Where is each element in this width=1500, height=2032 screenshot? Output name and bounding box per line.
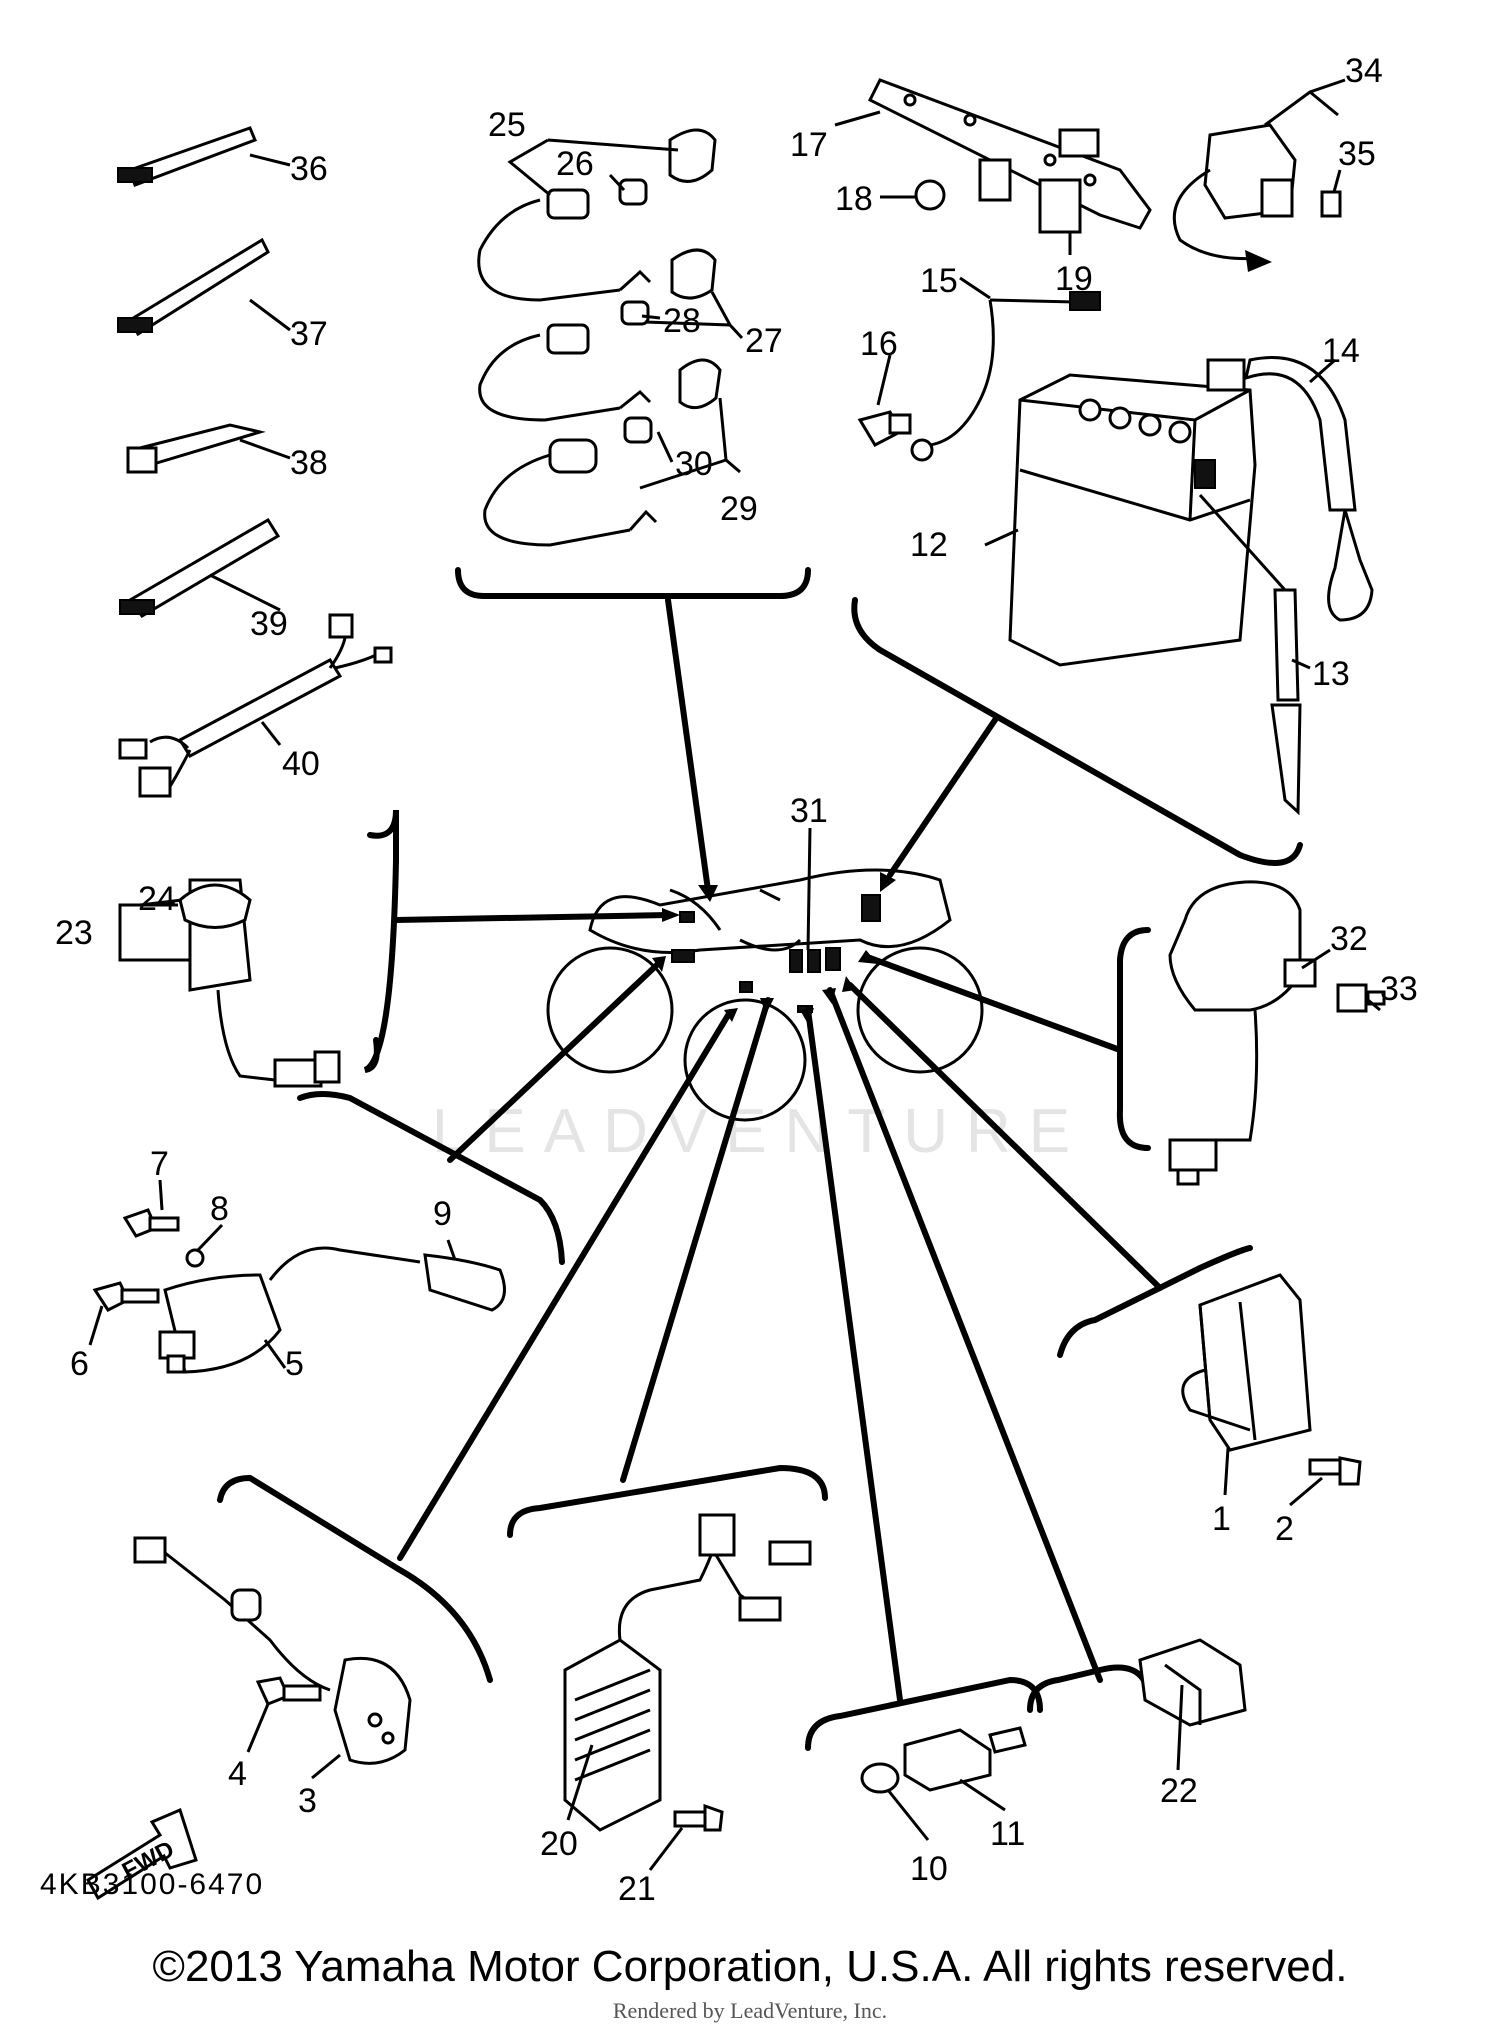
main-switch-23 <box>178 878 341 1088</box>
callout-34: 34 <box>1345 52 1383 90</box>
callout-25: 25 <box>488 106 526 144</box>
callout-9: 9 <box>433 1195 452 1233</box>
screw-21 <box>673 1803 724 1832</box>
callout-13: 13 <box>1312 655 1350 693</box>
plug-lead-25 <box>477 128 717 302</box>
callout-10: 10 <box>910 1850 948 1888</box>
breather-hose-13 <box>1198 493 1302 816</box>
callout-32: 32 <box>1330 920 1368 958</box>
plus-lead-15 <box>910 291 1101 462</box>
clamp-38 <box>126 423 266 474</box>
rectifier-20 <box>563 1513 812 1832</box>
thermo-switch-11 <box>903 1726 1027 1792</box>
plug-lead-29 <box>483 358 722 547</box>
callout-numbers: 36 37 38 39 40 25 26 27 28 29 30 34 35 1… <box>55 52 1418 1908</box>
sub-lead-40 <box>118 613 393 798</box>
copyright-notice: ©2013 Yamaha Motor Corporation, U.S.A. A… <box>152 1942 1348 1991</box>
callout-35: 35 <box>1338 135 1376 173</box>
band-36 <box>117 126 257 187</box>
bolt-4 <box>255 1676 322 1706</box>
callout-1: 1 <box>1212 1500 1231 1538</box>
bolt-33 <box>1336 983 1386 1013</box>
tube-39 <box>119 517 281 618</box>
washer-8 <box>185 1248 205 1268</box>
cdi-unit-1 <box>1181 1273 1312 1452</box>
thermostat-32 <box>1168 880 1317 1186</box>
plug-lead-27 <box>478 248 717 422</box>
bolt-16 <box>857 410 912 447</box>
cover-22 <box>1138 1638 1247 1727</box>
callout-19: 19 <box>1055 260 1093 298</box>
callout-5: 5 <box>285 1345 304 1383</box>
diagram-code: 4KB3100-6470 <box>40 1868 265 1901</box>
band-37 <box>117 237 270 337</box>
callout-12: 12 <box>910 526 948 564</box>
callout-30: 30 <box>675 445 713 483</box>
bolt-6 <box>92 1281 160 1312</box>
callout-38: 38 <box>290 444 328 482</box>
group-brackets <box>217 567 1303 1751</box>
watermark: LEADVENTURE <box>432 1097 1088 1166</box>
callout-14: 14 <box>1322 332 1360 370</box>
callout-28: 28 <box>663 302 701 340</box>
callout-16: 16 <box>860 325 898 363</box>
callout-21: 21 <box>618 1870 656 1908</box>
callout-26: 26 <box>556 145 594 183</box>
callout-6: 6 <box>70 1345 89 1383</box>
vehicle-outline <box>546 868 984 1122</box>
callout-31: 31 <box>790 792 828 830</box>
callout-18: 18 <box>835 180 873 218</box>
callout-20: 20 <box>540 1825 578 1863</box>
callout-39: 39 <box>250 605 288 643</box>
callout-leaders <box>88 78 1381 1871</box>
damper-18 <box>914 179 946 211</box>
callout-17: 17 <box>790 126 828 164</box>
callout-8: 8 <box>210 1190 229 1228</box>
callout-23: 23 <box>55 914 93 952</box>
leader-lines <box>393 597 1163 1703</box>
callout-2: 2 <box>1275 1510 1294 1548</box>
callout-37: 37 <box>290 315 328 353</box>
callout-3: 3 <box>298 1782 317 1820</box>
rendered-by-notice: Rendered by LeadVenture, Inc. <box>612 1998 888 2023</box>
battery-12 <box>1008 373 1257 667</box>
pickup-coil-3 <box>133 1536 412 1765</box>
battery-bracket-17 <box>867 78 1152 234</box>
minus-lead-14 <box>1206 356 1374 622</box>
callout-22: 22 <box>1160 1772 1198 1810</box>
callout-29: 29 <box>720 490 758 528</box>
starter-relay-34 <box>1172 123 1342 272</box>
bolt-2 <box>1308 1456 1362 1486</box>
bolt-7 <box>122 1208 180 1238</box>
ignition-coil-5 <box>158 1246 506 1374</box>
callout-7: 7 <box>150 1145 169 1183</box>
callout-24: 24 <box>138 880 176 918</box>
callout-4: 4 <box>228 1755 247 1793</box>
callout-15: 15 <box>920 262 958 300</box>
callout-33: 33 <box>1380 970 1418 1008</box>
gasket-10 <box>860 1762 900 1794</box>
callout-36: 36 <box>290 150 328 188</box>
callout-40: 40 <box>282 745 320 783</box>
callout-27: 27 <box>745 322 783 360</box>
callout-11: 11 <box>990 1815 1025 1853</box>
